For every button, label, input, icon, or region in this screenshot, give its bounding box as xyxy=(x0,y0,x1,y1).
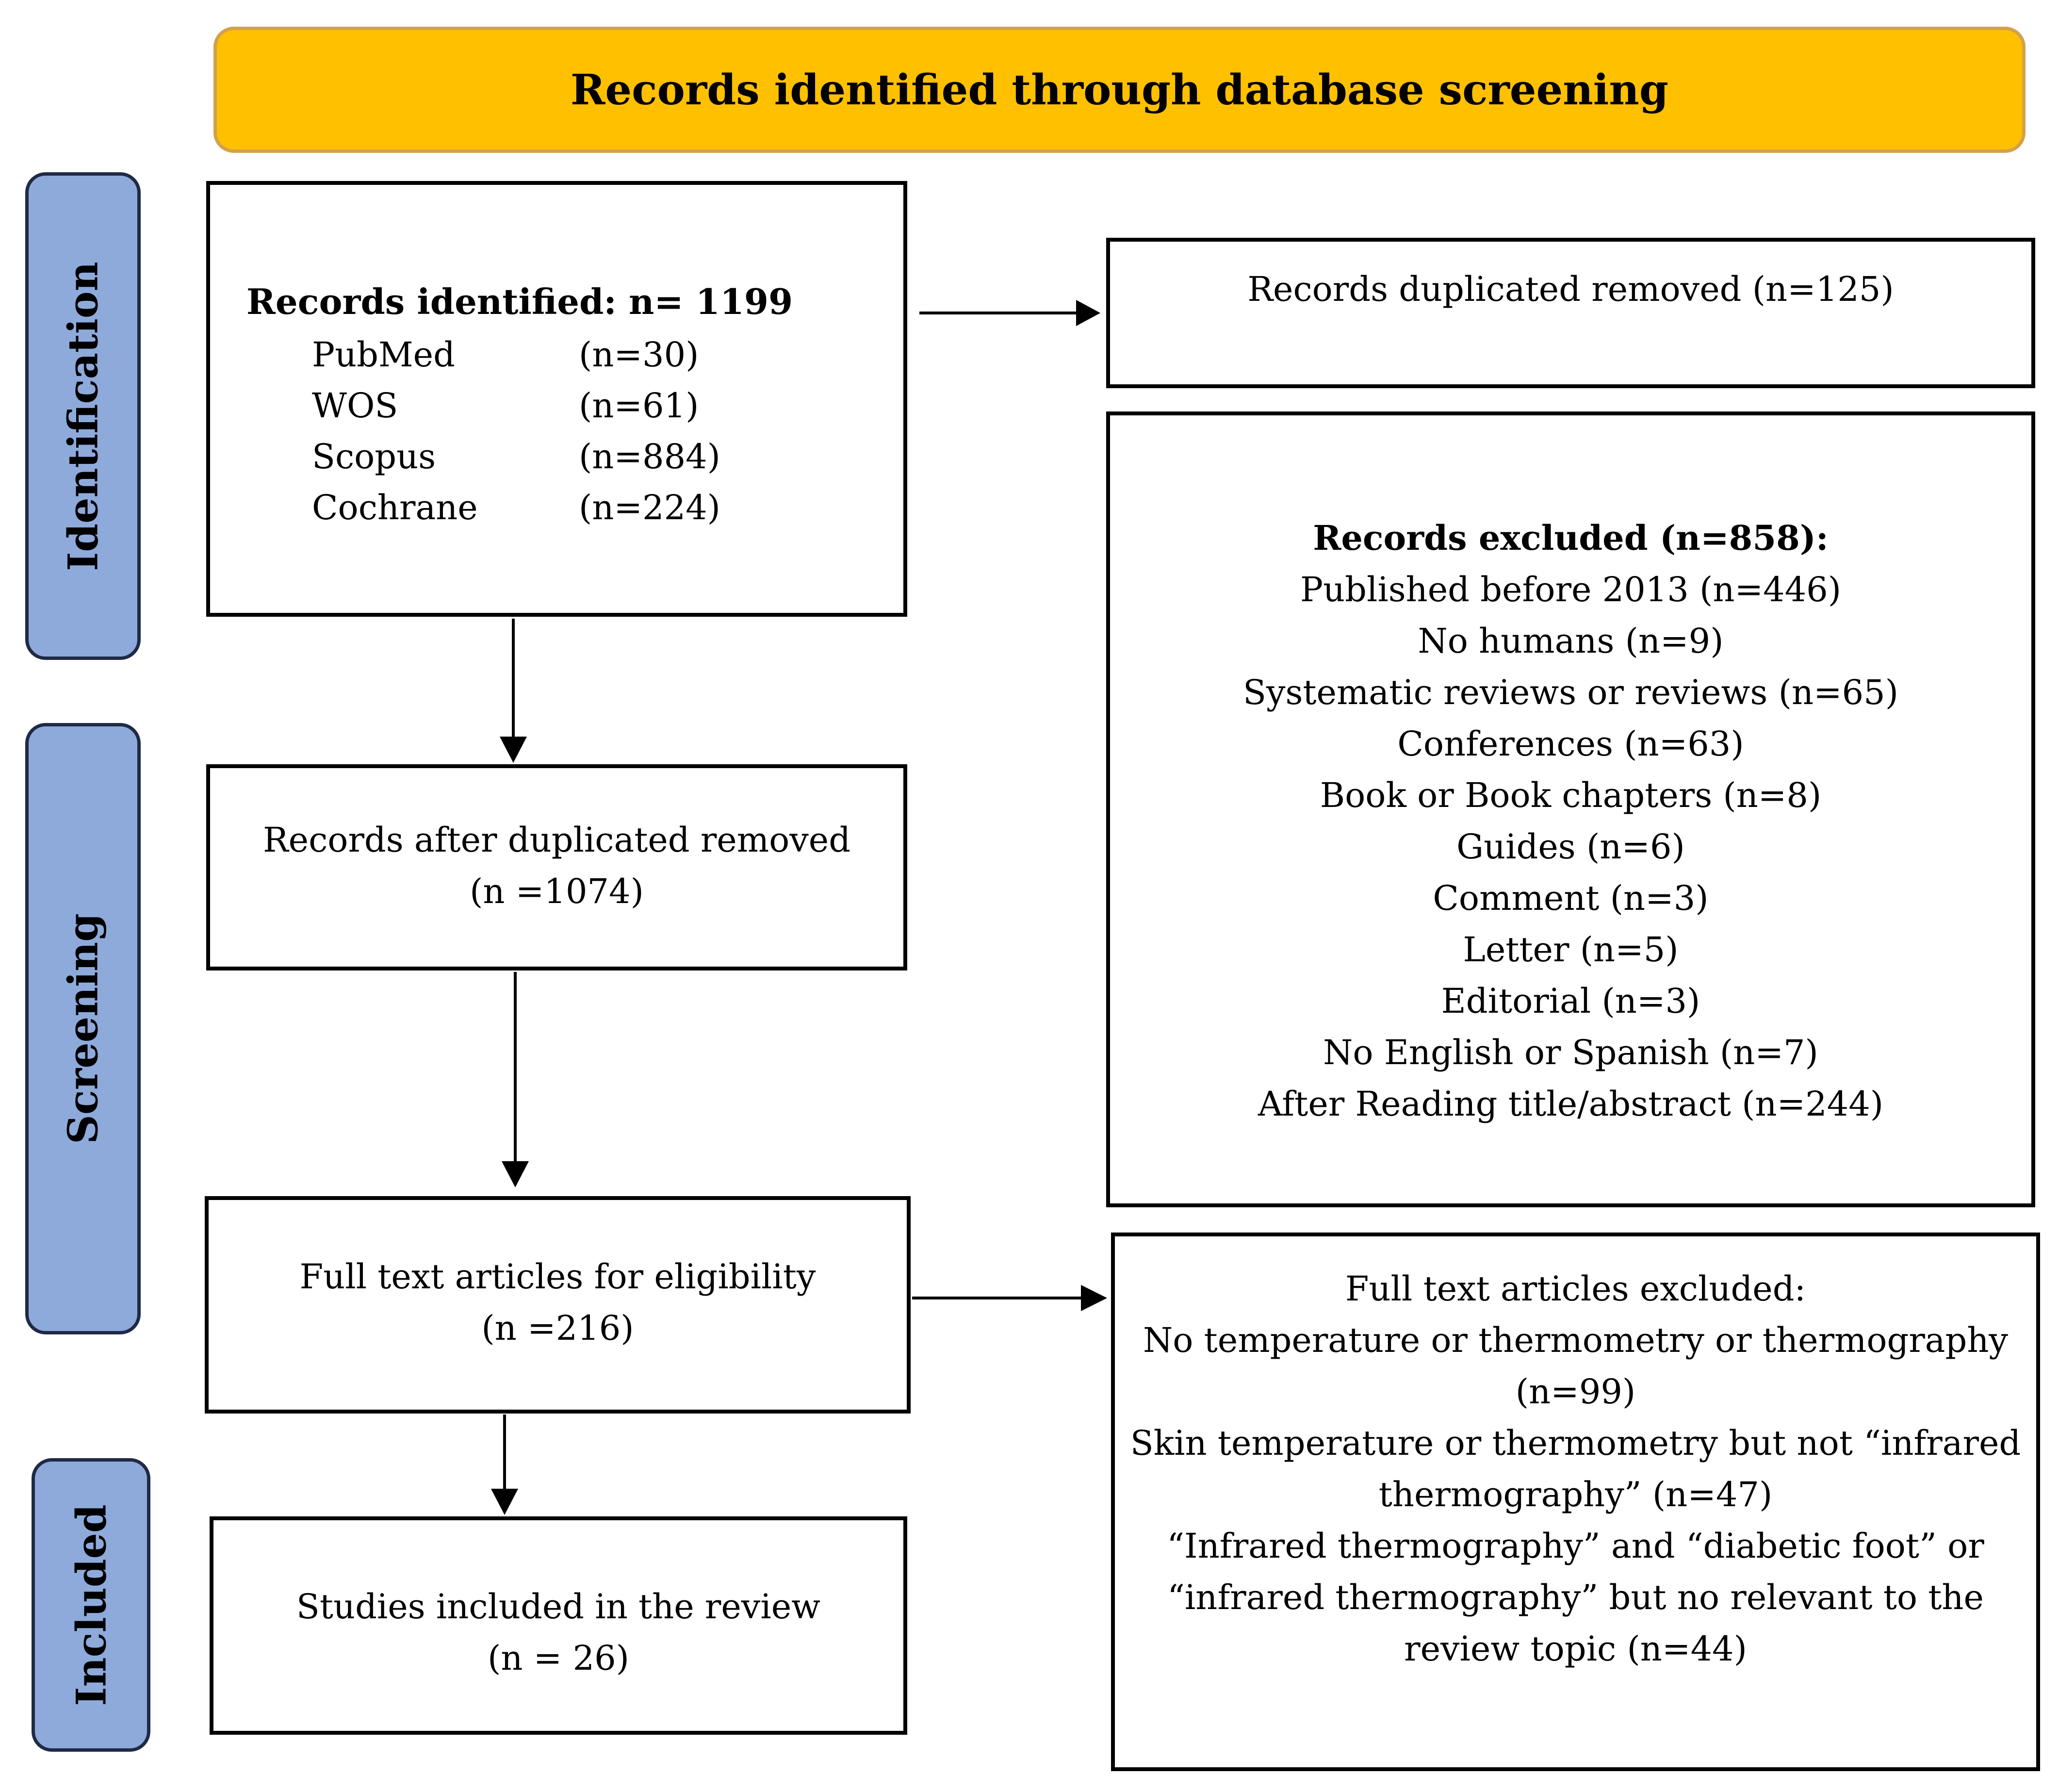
records-after-duplicates-box: Records after duplicated removed (n =107… xyxy=(206,764,907,970)
source-count: (n=61) xyxy=(579,386,699,426)
source-count: (n=30) xyxy=(579,335,699,375)
phase-included: Included xyxy=(32,1458,150,1752)
full-text-label: Full text articles for eligibility xyxy=(299,1257,816,1297)
full-text-excluded-line: (n=99) xyxy=(1515,1372,1636,1412)
excluded-reason: No humans (n=9) xyxy=(1418,621,1724,661)
arrow-to-duplicates xyxy=(919,300,1100,326)
phase-screening: Screening xyxy=(25,723,141,1334)
full-text-excluded-line: thermography” (n=47) xyxy=(1378,1475,1773,1514)
source-count: (n=884) xyxy=(579,437,720,477)
records-excluded-box: Records excluded (n=858): Published befo… xyxy=(1106,411,2035,1207)
records-identified-title: Records identified: n= 1199 xyxy=(246,281,793,322)
after-duplicates-label: Records after duplicated removed xyxy=(262,820,851,860)
excluded-reason: Guides (n=6) xyxy=(1456,827,1685,867)
source-name: PubMed xyxy=(312,335,455,375)
full-text-excluded-line: “Infrared thermography” and “diabetic fo… xyxy=(1167,1526,1984,1566)
excluded-reason: Editorial (n=3) xyxy=(1441,981,1700,1021)
source-name: Scopus xyxy=(312,437,436,477)
arrow-to-full-text xyxy=(502,972,529,1187)
excluded-reason: Letter (n=5) xyxy=(1463,930,1679,970)
full-text-excluded-title: Full text articles excluded: xyxy=(1345,1269,1806,1309)
source-name: WOS xyxy=(312,386,398,426)
excluded-reason: Systematic reviews or reviews (n=65) xyxy=(1242,673,1899,712)
excluded-reason: Comment (n=3) xyxy=(1433,878,1709,918)
header-banner: Records identified through database scre… xyxy=(213,27,2026,153)
records-excluded-title: Records excluded (n=858): xyxy=(1313,518,1829,558)
full-text-excluded-box: Full text articles excluded: No temperat… xyxy=(1111,1233,2040,1771)
arrow-to-included xyxy=(491,1414,518,1515)
arrow-to-after-duplicates xyxy=(500,619,527,763)
duplicates-removed-box: Records duplicated removed (n=125) xyxy=(1106,238,2035,388)
full-text-excluded-line: Skin temperature or thermometry but not … xyxy=(1130,1423,2021,1463)
duplicates-removed-text: Records duplicated removed (n=125) xyxy=(1247,269,1894,309)
full-text-count: (n =216) xyxy=(481,1308,634,1348)
full-text-excluded-line: “infrared thermography” but no relevant … xyxy=(1167,1578,1984,1617)
header-title: Records identified through database scre… xyxy=(570,65,1669,115)
arrow-to-full-text-excluded xyxy=(912,1285,1107,1311)
after-duplicates-count: (n =1074) xyxy=(470,871,644,911)
records-identified-box: Records identified: n= 1199 PubMed (n=30… xyxy=(206,181,907,617)
full-text-excluded-line: review topic (n=44) xyxy=(1404,1629,1747,1669)
excluded-reason: Conferences (n=63) xyxy=(1397,724,1744,764)
source-count: (n=224) xyxy=(579,488,720,527)
studies-included-box: Studies included in the review (n = 26) xyxy=(210,1516,907,1735)
full-text-eligibility-box: Full text articles for eligibility (n =2… xyxy=(205,1196,911,1414)
source-name: Cochrane xyxy=(312,488,478,527)
studies-included-count: (n = 26) xyxy=(488,1638,629,1678)
excluded-reason: Published before 2013 (n=446) xyxy=(1300,570,1842,609)
full-text-excluded-line: No temperature or thermometry or thermog… xyxy=(1143,1320,2008,1360)
excluded-reason: No English or Spanish (n=7) xyxy=(1323,1033,1818,1072)
phase-identification: Identification xyxy=(25,172,141,660)
studies-included-label: Studies included in the review xyxy=(296,1587,821,1627)
excluded-reason: After Reading title/abstract (n=244) xyxy=(1258,1084,1884,1124)
excluded-reason: Book or Book chapters (n=8) xyxy=(1320,775,1822,815)
